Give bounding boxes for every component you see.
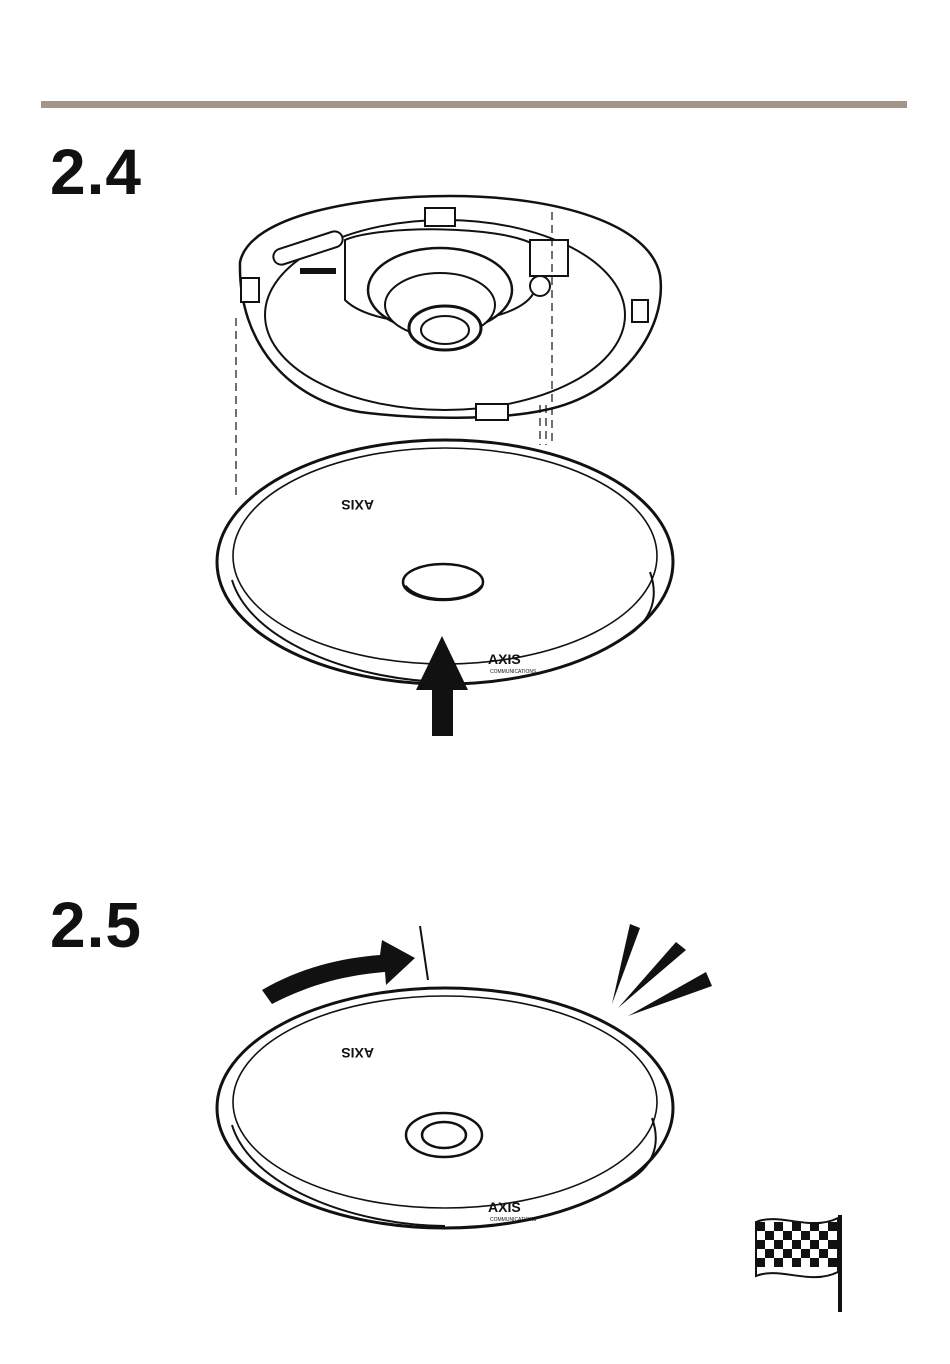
brand-logo: AXIS <box>488 651 521 667</box>
brand-logo-sub: COMMUNICATIONS <box>490 669 537 675</box>
click-sound-icon <box>612 924 712 1016</box>
brand-logo: AXIS <box>341 497 374 513</box>
mounted-dome-cover: AXIS AXIS COMMUNICATIONS <box>217 988 673 1228</box>
step-2-5-illustration: AXIS AXIS COMMUNICATIONS <box>0 900 950 1364</box>
step-2-4-illustration: AXIS AXIS COMMUNICATIONS <box>0 0 950 760</box>
brand-logo: AXIS <box>488 1199 521 1215</box>
brand-logo: AXIS <box>341 1045 374 1061</box>
checkered-flag-icon <box>756 1215 840 1312</box>
camera-base-unit <box>240 196 661 420</box>
brand-logo-sub: COMMUNICATIONS <box>490 1217 537 1223</box>
